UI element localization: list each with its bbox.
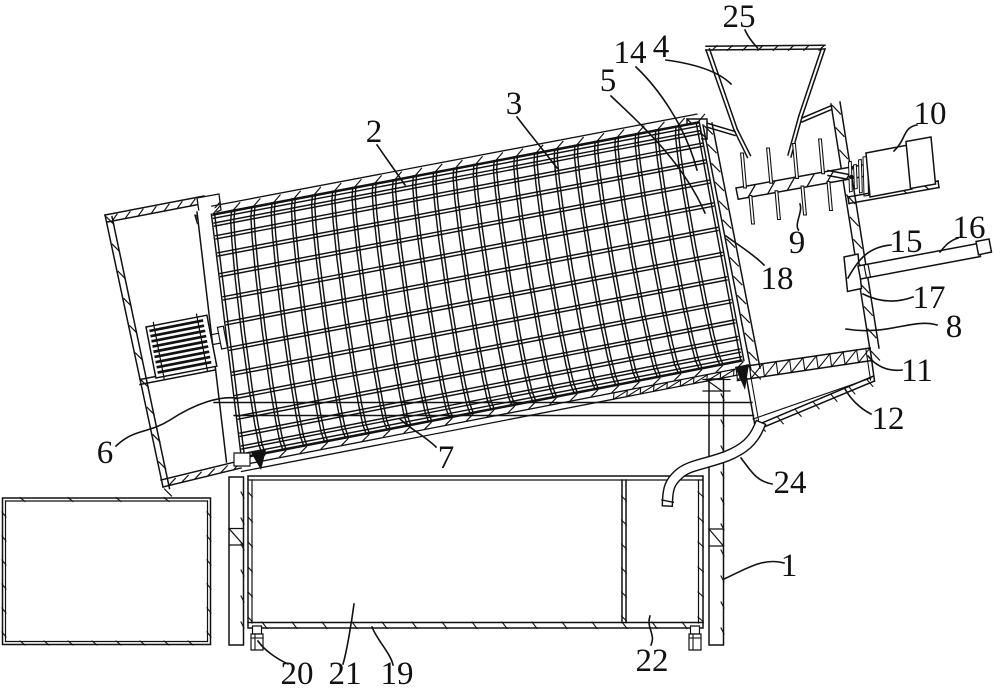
svg-text:17: 17 [913,280,946,316]
svg-text:16: 16 [953,210,986,246]
svg-text:19: 19 [381,656,414,689]
svg-text:9: 9 [789,225,806,261]
svg-text:2: 2 [366,114,383,150]
svg-text:14: 14 [614,35,647,71]
svg-text:3: 3 [506,86,523,122]
svg-text:22: 22 [636,643,669,679]
svg-text:8: 8 [946,309,963,345]
svg-text:10: 10 [914,96,947,132]
svg-text:4: 4 [653,29,670,65]
svg-text:21: 21 [329,656,362,689]
svg-text:7: 7 [438,440,455,476]
svg-text:15: 15 [890,224,923,260]
svg-text:18: 18 [761,261,794,297]
svg-text:24: 24 [774,465,807,501]
svg-text:12: 12 [872,401,905,437]
svg-text:6: 6 [97,435,114,471]
svg-text:11: 11 [901,353,933,389]
svg-text:5: 5 [600,63,617,99]
svg-text:25: 25 [723,0,756,35]
svg-text:20: 20 [281,656,314,689]
svg-text:1: 1 [781,548,798,584]
